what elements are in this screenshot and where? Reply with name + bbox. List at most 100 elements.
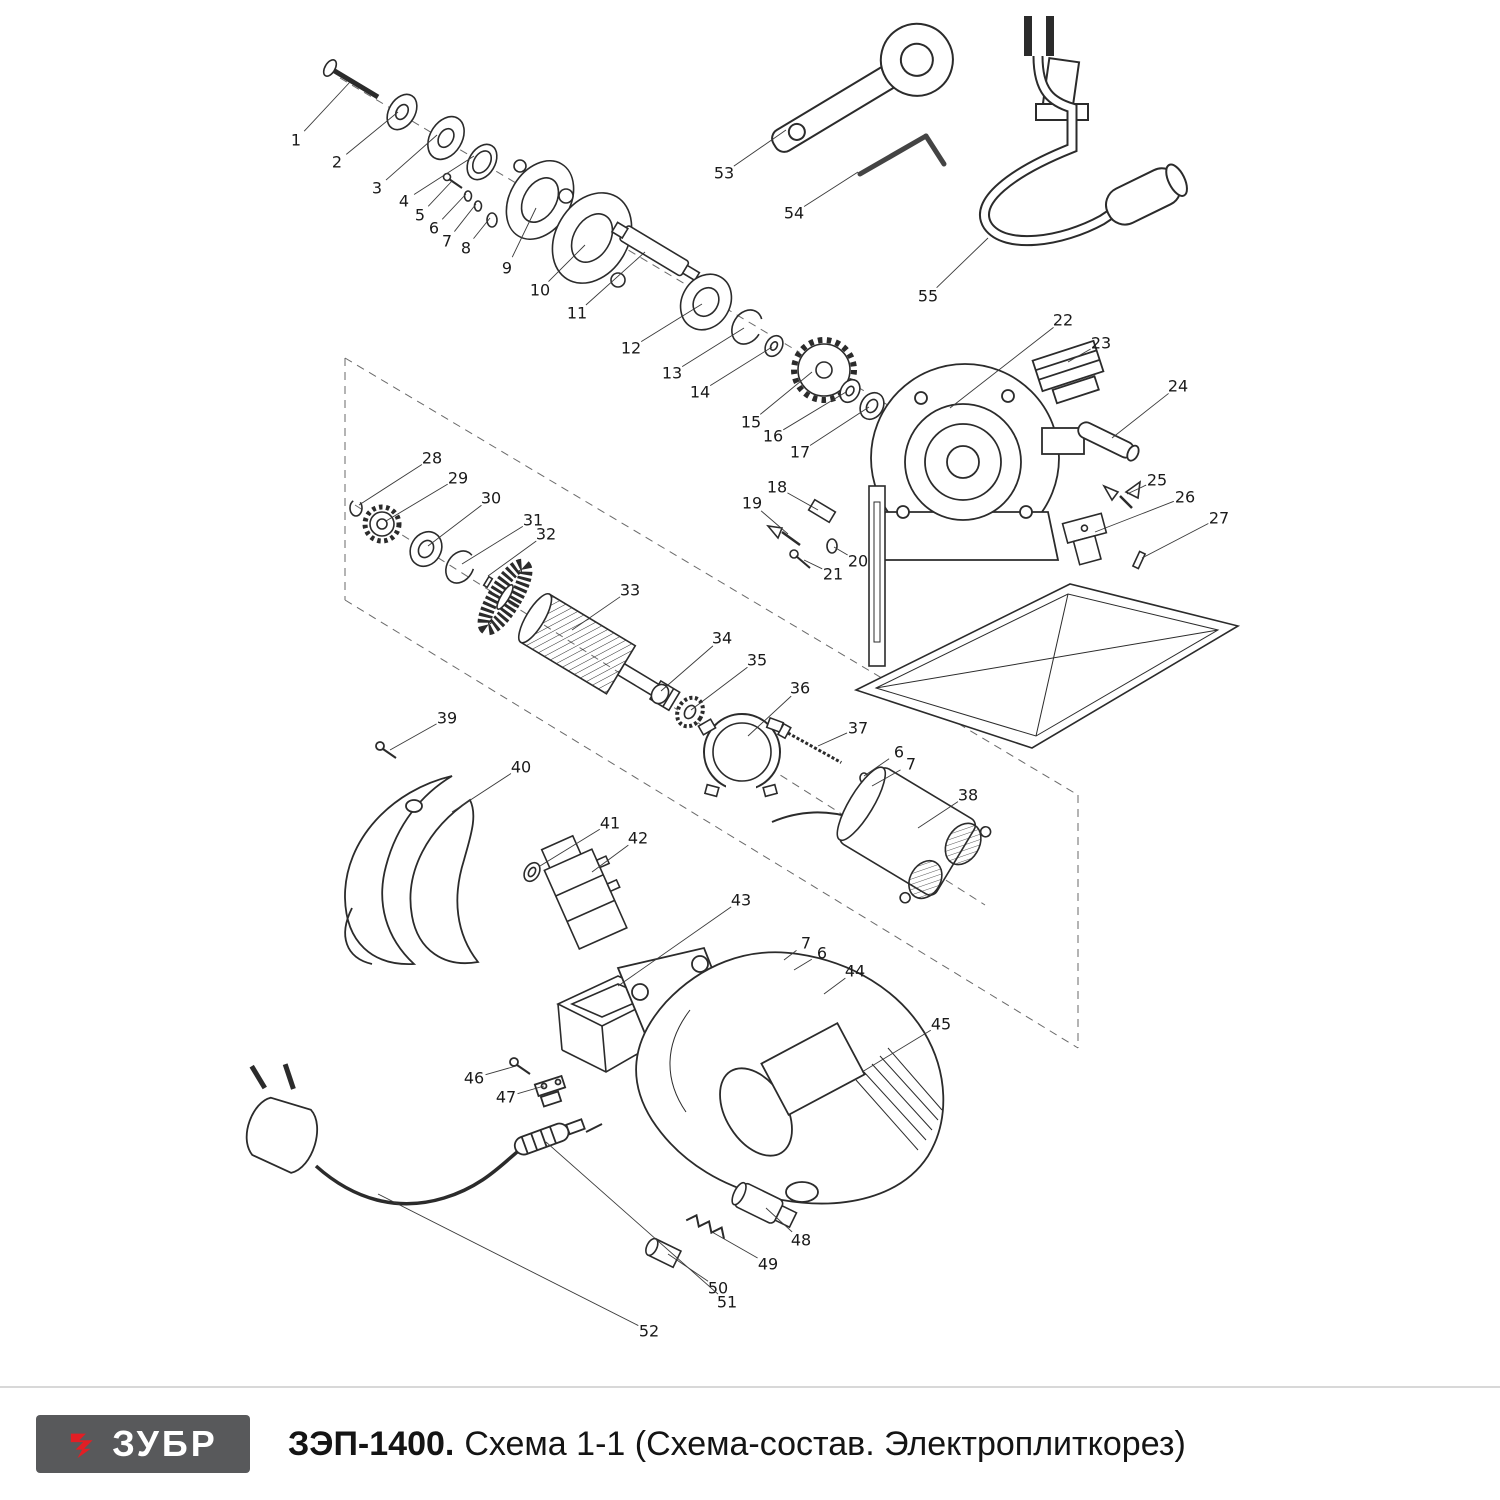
callout-leader [783, 391, 847, 431]
part-number: 49 [758, 1255, 778, 1274]
callout-leader [571, 596, 621, 631]
part-number: 37 [848, 719, 868, 738]
callout-leader [1126, 484, 1147, 495]
brush-parts-drawing [645, 1181, 798, 1269]
callout-leader [427, 180, 453, 207]
callout-leader [461, 525, 524, 565]
callout-leader [427, 504, 482, 547]
callout-leader [793, 958, 812, 971]
part-number: 18 [767, 478, 787, 497]
callout-leader [711, 1231, 758, 1259]
part-number: 36 [790, 679, 810, 698]
zubr-logo-icon [71, 1433, 93, 1459]
callout-leader [640, 303, 703, 343]
callout-leader [871, 769, 901, 787]
callout-leader [809, 406, 870, 446]
part-number: 7 [442, 232, 452, 251]
part-number: 55 [918, 287, 938, 306]
part-number: 33 [620, 581, 640, 600]
callout-leader [759, 371, 813, 415]
callout-leader [485, 1065, 517, 1076]
accessories-drawing [771, 16, 1188, 247]
callout-leader [473, 217, 491, 239]
part-number: 44 [845, 962, 865, 981]
callout-leader [681, 327, 745, 368]
stand-base-drawing [853, 480, 1241, 749]
part-number: 19 [742, 494, 762, 513]
part-number: 22 [1053, 311, 1073, 330]
callout-leader [690, 666, 748, 711]
diagram-canvas: 1234567891011121314151617181920212223242… [245, 16, 1241, 1341]
callout-leader [660, 645, 714, 692]
part-number: 14 [690, 383, 710, 402]
part-number: 20 [848, 552, 868, 571]
part-number: 7 [801, 934, 811, 953]
part-number: 27 [1209, 509, 1229, 528]
part-number: 2 [332, 153, 342, 172]
part-number: 31 [523, 511, 543, 530]
part-number: 38 [958, 786, 978, 805]
part-number: 16 [763, 427, 783, 446]
part-number: 6 [817, 944, 827, 963]
callout-leader [787, 492, 819, 511]
callout-leader [949, 327, 1054, 409]
power-cord-drawing [245, 1057, 603, 1206]
callout-leader [936, 237, 989, 288]
callout-leader [803, 171, 859, 207]
callout-leader [345, 111, 399, 155]
part-number: 34 [712, 629, 732, 648]
zubr-logo: ЗУБР [36, 1415, 250, 1473]
callout-leader [487, 540, 537, 577]
part-number: 29 [448, 469, 468, 488]
part-number: 24 [1168, 377, 1188, 396]
part-number: 1 [291, 131, 301, 150]
part-number: 32 [536, 525, 556, 544]
part-number: 50 [708, 1279, 728, 1298]
part-number: 52 [639, 1322, 659, 1341]
part-number: 54 [784, 204, 804, 223]
part-number: 9 [502, 259, 512, 278]
part-number: 8 [461, 239, 471, 258]
callout-leader [733, 129, 787, 167]
callout-leader [539, 828, 601, 867]
callout-leader [385, 483, 448, 522]
footer: ЗУБР ЗЭП-1400.Схема 1-1 (Схема-состав. Э… [0, 1386, 1500, 1500]
part-number: 6 [894, 743, 904, 762]
callout-leader [861, 1029, 931, 1073]
switch-drawing [523, 834, 628, 951]
callout-leader [545, 1141, 719, 1295]
callout-leader [511, 207, 537, 258]
callout-leader [765, 1207, 793, 1233]
part-number: 13 [662, 364, 682, 383]
callout-leader [917, 801, 959, 829]
page-title: ЗЭП-1400.Схема 1-1 (Схема-состав. Электр… [288, 1425, 1186, 1464]
callout-leader [413, 155, 475, 195]
part-number: 51 [717, 1293, 737, 1312]
part-number: 35 [747, 651, 767, 670]
part-number: 42 [628, 829, 648, 848]
part-number: 5 [415, 206, 425, 225]
blade-housing-drawing [870, 339, 1140, 561]
part-number: 48 [791, 1231, 811, 1250]
callout-leader [1094, 500, 1174, 533]
callout-leader [548, 244, 586, 282]
spindle-assembly-drawing [322, 59, 885, 569]
callout-leader [1141, 523, 1209, 559]
part-number: 7 [906, 755, 916, 774]
part-number: 40 [511, 758, 531, 777]
part-number: 46 [464, 1069, 484, 1088]
callout-leader [833, 546, 848, 556]
callout-leader [1111, 393, 1169, 439]
motor-housing-drawing [616, 946, 945, 1205]
callout-leader [617, 906, 732, 987]
part-number: 26 [1175, 488, 1195, 507]
callout-leader [389, 723, 437, 751]
part-number: 4 [399, 192, 409, 211]
part-number: 21 [823, 565, 843, 584]
part-number: 17 [790, 443, 810, 462]
schema-subtitle: Схема 1-1 (Схема-состав. Электроплиткоре… [464, 1424, 1186, 1463]
callout-leader [441, 193, 467, 220]
part-number: 10 [530, 281, 550, 300]
